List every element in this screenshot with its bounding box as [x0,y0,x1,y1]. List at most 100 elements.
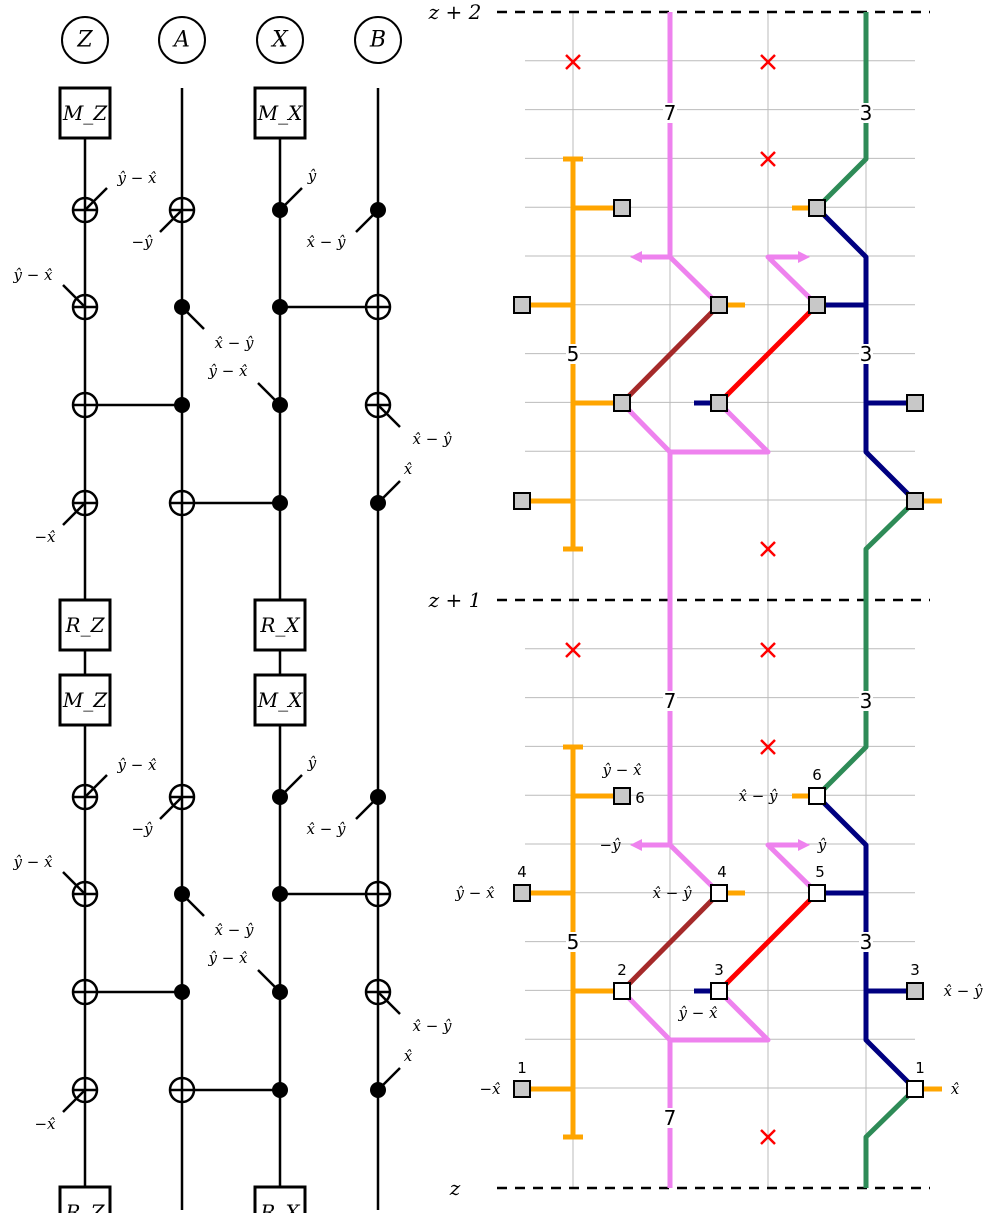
layer-boundary-label: z + 2 [428,0,482,24]
direction-label: −ŷ [131,820,153,838]
direction-tick [279,774,303,798]
label-background [566,344,580,364]
violet-chain [765,254,819,307]
direction-label: x̂ − ŷ [306,820,346,838]
vertex-index: 4 [517,863,527,881]
vertex-index: 4 [717,863,727,881]
measure-z-gate [58,673,112,727]
vertex-index: 1 [517,1059,527,1077]
direction-tick [377,480,401,504]
qubit-header-circle [354,16,402,64]
label-background [859,691,873,711]
vertex-index: 6 [635,789,645,807]
green-chain [815,600,869,798]
chain-number: 3 [860,930,873,954]
chain-number: 7 [664,689,677,713]
detector-square [906,492,924,510]
measure-x-gate [253,673,307,727]
qubit-header-label: A [172,28,190,53]
direction-tick [62,284,86,308]
measure-z-gate-label: M_Z [62,101,108,125]
vertex-index: 1 [915,1059,925,1077]
red-x-mark [760,642,776,658]
detector-square [613,199,631,217]
layer-boundary-label: z [449,1176,461,1200]
label-background [859,932,873,952]
direction-tick [377,404,401,428]
detector-square [710,884,728,902]
direction-label: −x̂ [34,528,56,546]
stub-label: −x̂ [479,1080,501,1098]
direction-tick [84,187,108,211]
stub-label: −ŷ [599,836,621,854]
cnot-control [174,397,190,413]
direction-label: ŷ [307,167,317,185]
direction-tick [62,871,86,895]
brown-edge [620,303,721,405]
reset-x-gate-label: R_X [259,1200,300,1213]
stub-label: ŷ − x̂ [601,761,642,779]
stub-label: ŷ − x̂ [677,1004,718,1022]
direction-tick [159,796,183,820]
label-background [663,691,677,711]
direction-tick [84,774,108,798]
qubit-header-circle [256,16,304,64]
violet-chain [765,842,819,895]
direction-tick [181,306,205,330]
detector-square [613,982,631,1000]
qubit-header-label: B [369,28,386,53]
reset-z-gate [58,598,112,652]
direction-label: ŷ [307,754,317,772]
direction-label: ŷ − x̂ [207,362,248,380]
vertex-index: 3 [910,961,920,979]
detector-square [808,787,826,805]
detector-square [513,492,531,510]
direction-tick [279,187,303,211]
stub-label: ŷ [817,836,827,854]
arrow-head [798,839,810,851]
cnot-control [272,299,288,315]
detector-square [613,394,631,412]
arrow-head [630,839,642,851]
direction-tick [159,209,183,233]
direction-tick [257,382,281,406]
cnot-control [174,984,190,1000]
red-edge [717,303,819,405]
arrow-head [630,251,642,263]
cnot-control [272,886,288,902]
chain-number: 5 [567,342,580,366]
direction-label: ŷ − x̂ [12,853,53,871]
direction-label: ŷ − x̂ [12,266,53,284]
stub-label: ŷ − x̂ [454,884,495,902]
chain-number: 7 [664,1106,677,1130]
direction-tick [377,1067,401,1091]
detector-square [513,884,531,902]
vertex-index: 2 [617,961,627,979]
measure-x-gate-label: M_X [257,101,303,125]
stub-label: x̂ − ŷ [943,982,983,1000]
measure-z-gate-label: M_Z [62,688,108,712]
cnot-control [272,495,288,511]
direction-tick [62,1089,86,1113]
stub-label: x̂ [951,1080,960,1098]
red-x-mark [760,739,776,755]
detector-square [710,394,728,412]
measure-z-gate [58,86,112,140]
layer-boundary-label: z + 1 [428,588,482,612]
vertex-index: 5 [815,863,825,881]
direction-label: −x̂ [34,1115,56,1133]
label-background [566,932,580,952]
measure-x-gate-label: M_X [257,688,303,712]
chain-number: 3 [860,101,873,125]
direction-tick [377,991,401,1015]
brown-edge [620,891,721,993]
direction-label: x̂ [404,1047,413,1065]
direction-tick [355,796,379,820]
cnot-control [272,1082,288,1098]
detector-square [906,1080,924,1098]
direction-label: ŷ − x̂ [116,169,157,187]
chain-number: 3 [860,689,873,713]
violet-chain [620,401,771,455]
